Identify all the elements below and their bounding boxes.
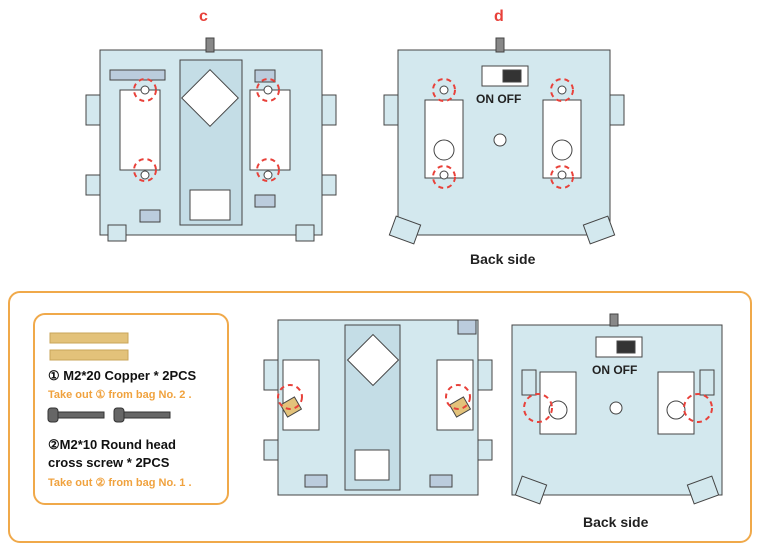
parts-list <box>33 313 229 505</box>
board-back-d <box>383 37 625 245</box>
board-front-c <box>85 37 337 242</box>
board-front-bottom <box>263 319 493 496</box>
part2-note: Take out ② from bag No. 1 . <box>48 477 192 489</box>
screws-icon <box>47 407 171 423</box>
part2-title-line1: ②M2*10 Round head <box>48 437 176 452</box>
markers-d <box>432 78 574 189</box>
on-off-label-bottom: ON OFF <box>592 363 638 377</box>
part2-title-line2: cross screw * 2PCS <box>48 455 170 470</box>
markers-bottom-back <box>523 393 713 423</box>
back-side-caption-bottom: Back side <box>583 514 649 530</box>
back-side-caption-top: Back side <box>470 251 536 267</box>
copper-standoffs <box>49 332 129 361</box>
markers-c <box>133 78 280 182</box>
part1-note: Take out ① from bag No. 2 . <box>48 389 192 401</box>
part1-title: ① M2*20 Copper * 2PCS <box>48 368 197 383</box>
step-letter-c: c <box>199 8 208 25</box>
on-off-label-top: ON OFF <box>476 92 522 106</box>
board-back-bottom <box>511 313 723 505</box>
parts-panel <box>8 291 752 543</box>
step-letter-d: d <box>494 8 504 25</box>
markers-bottom <box>277 384 471 410</box>
